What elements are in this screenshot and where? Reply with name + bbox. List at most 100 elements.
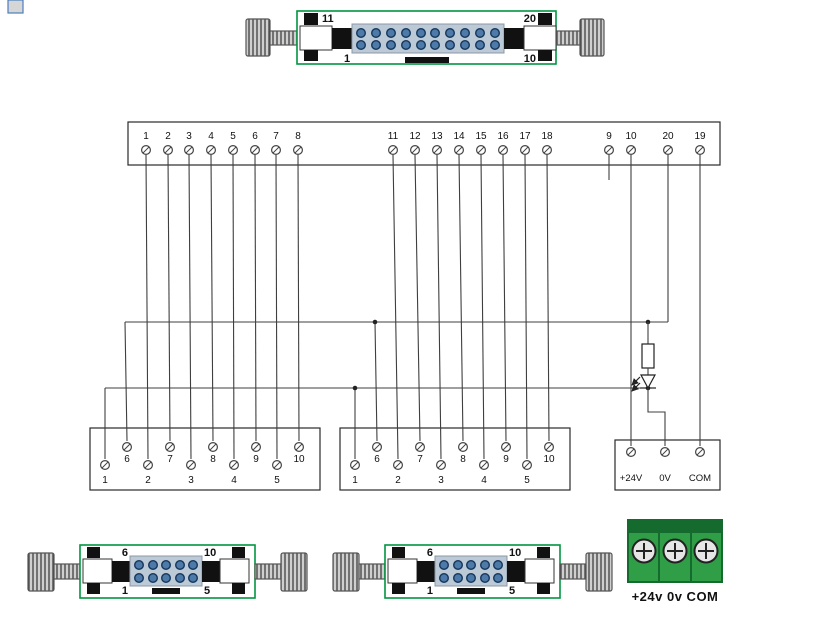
terminal-top-strip [628, 520, 722, 533]
cable-clamp [53, 563, 81, 580]
terminal-number: 10 [293, 454, 305, 465]
screw-terminal [476, 145, 486, 155]
wire [145, 154, 149, 460]
pin [466, 573, 476, 583]
terminal-number: 3 [188, 475, 194, 486]
screw-terminal [388, 145, 398, 155]
screw-terminal [662, 145, 674, 155]
wire [210, 154, 214, 442]
screw-terminal [186, 460, 196, 470]
pin-label: 10 [204, 547, 216, 559]
terminal-number: 14 [453, 131, 465, 142]
middle-terminal-block-outline [339, 427, 571, 491]
terminal-number: 1 [352, 475, 358, 486]
plug-body [82, 558, 113, 584]
terminal-number: 9 [606, 131, 612, 142]
latch [232, 583, 245, 594]
latch [304, 13, 318, 25]
terminal-number: 5 [274, 475, 280, 486]
screw-terminal [694, 145, 706, 155]
pin [187, 573, 199, 583]
terminal-number: 2 [165, 131, 171, 142]
power-terminal-block: +24V 0V COM [620, 447, 711, 484]
pin [160, 573, 172, 583]
screw-terminal [350, 460, 360, 470]
wiring [104, 154, 701, 460]
pin [371, 40, 381, 50]
pin-label: 1 [344, 53, 350, 65]
terminal-number: 11 [388, 131, 399, 142]
cable-clamp [254, 563, 282, 580]
key-bar [405, 57, 449, 63]
cable-clamp [27, 552, 55, 592]
screw-terminal [372, 442, 382, 452]
bottom-middle-idc-connector: 6 10 1 5 [332, 544, 613, 599]
screw-terminal [521, 460, 533, 470]
screw-terminal [229, 460, 239, 470]
pin [439, 560, 449, 570]
pin [466, 560, 476, 570]
plug-body [387, 558, 418, 584]
latch [87, 583, 100, 594]
screw-terminal [184, 145, 194, 155]
pin-label: 5 [204, 585, 210, 597]
terminal-number: 1 [143, 131, 149, 142]
pin [416, 28, 426, 38]
pin-label: 10 [524, 53, 536, 65]
pin [493, 573, 503, 583]
pin [460, 40, 470, 50]
pin [133, 560, 145, 570]
cable-clamp [555, 30, 581, 46]
power-terminal-label: +24V [620, 473, 643, 484]
plug-body [219, 558, 250, 584]
top-idc-connector: 11 20 1 10 [245, 10, 605, 65]
latch [538, 13, 552, 25]
pin [475, 28, 485, 38]
latch [232, 547, 245, 558]
cable-clamp [358, 563, 386, 580]
plug-body [299, 25, 333, 51]
terminal-number: 8 [460, 454, 466, 465]
wire [546, 154, 550, 442]
screw-terminal [410, 145, 420, 155]
wire [436, 154, 442, 460]
pin [147, 560, 159, 570]
led-emission-arrow [631, 376, 641, 386]
wire [167, 154, 171, 442]
bottom-left-idc-connector: 6 10 1 5 [27, 544, 308, 599]
screw-terminal [603, 145, 615, 155]
power-terminal-label: COM [689, 473, 711, 484]
screw-terminal [659, 447, 671, 457]
pin [430, 28, 440, 38]
pin-label: 10 [509, 547, 521, 559]
terminal-number: 6 [374, 454, 380, 465]
terminal-number: 12 [409, 131, 421, 142]
screw-terminal [208, 442, 218, 452]
screw-terminal [163, 145, 173, 155]
pin [460, 28, 470, 38]
pin [160, 560, 172, 570]
wire [124, 321, 128, 442]
screw-terminal [625, 447, 637, 457]
screw-terminal [432, 145, 442, 155]
left-terminal-block: 6 7 8 9 10 1 2 3 4 5 [99, 442, 305, 486]
main-terminal-strip: 1 2 3 4 5 6 7 8 11 12 13 14 15 16 17 18 … [141, 131, 706, 155]
pin [386, 40, 396, 50]
terminal-number: 1 [102, 475, 108, 486]
connector-block [112, 561, 130, 582]
pin [445, 40, 455, 50]
cable-clamp [585, 552, 613, 592]
wire [414, 154, 421, 442]
pin [453, 560, 463, 570]
wire [502, 154, 507, 442]
pin [371, 28, 381, 38]
terminal-number: 5 [230, 131, 236, 142]
wire [374, 321, 378, 442]
screw-terminal [694, 447, 706, 457]
latch [87, 547, 100, 558]
screw-terminal [436, 460, 446, 470]
connector-block [332, 28, 352, 49]
resistor-led-indicator [631, 322, 666, 446]
pin-label: 20 [524, 13, 536, 25]
screw-terminal [250, 145, 260, 155]
